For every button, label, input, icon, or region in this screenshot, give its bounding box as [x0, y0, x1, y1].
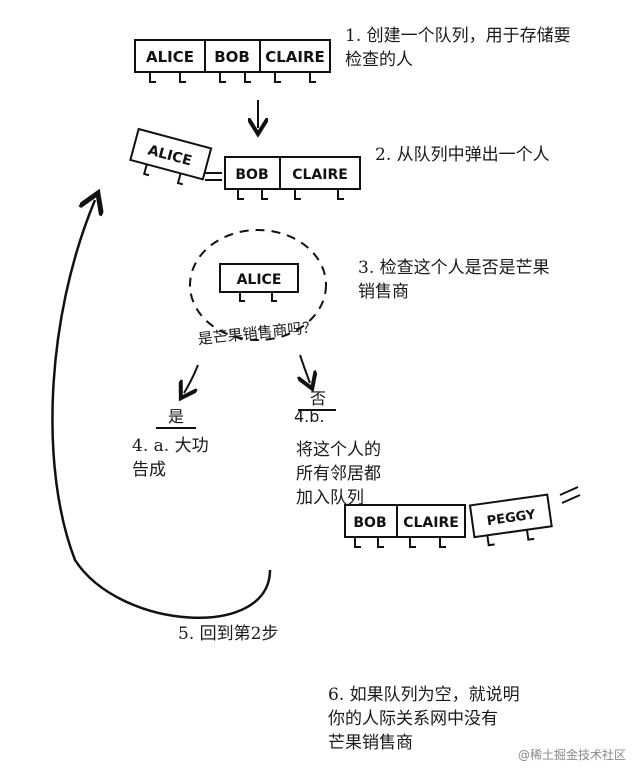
arrow-no [300, 354, 310, 383]
queue-initial-legs [149, 72, 316, 83]
checked-alice-label: ALICE [237, 272, 282, 288]
loop-arrow [51, 200, 272, 619]
no-prefix: 4.b. [294, 407, 325, 426]
watermark: @稀土掘金技术社区 [517, 748, 626, 762]
check-circle [189, 229, 327, 341]
no-label: 否 [310, 389, 326, 408]
queue-with-neighbors-claire: CLAIRE [403, 515, 459, 531]
step-5-note: 5. 回到第2步 [178, 624, 279, 644]
queue-initial-claire: CLAIRE [265, 48, 325, 66]
popped-alice: ALICE [129, 127, 213, 186]
checked-alice: ALICE [219, 263, 299, 302]
queue-initial-alice: ALICE [146, 48, 194, 66]
step-6-note: 6. 如果队列为空，就说明 你的人际关系网中没有 芒果销售商 [328, 685, 520, 753]
queue-initial-bob: BOB [214, 48, 250, 66]
step-1-note: 1. 创建一个队列，用于存储要 检查的人 [345, 26, 571, 70]
queue-with-neighbors: BOB CLAIRE [344, 504, 466, 548]
queue-initial: ALICE BOB CLAIRE [134, 39, 331, 83]
queue-new-peggy: PEGGY [468, 493, 553, 547]
arrow-yes [184, 364, 199, 393]
motion-marks [205, 172, 222, 181]
yes-label: 是 [168, 407, 184, 426]
step-4b-note: 将这个人的 所有邻居都 加入队列 [296, 440, 381, 508]
step-4a-note: 4. a. 大功 告成 [132, 436, 209, 480]
queue-after-pop-claire: CLAIRE [292, 167, 348, 183]
step-3-note: 3. 检查这个人是否是芒果 销售商 [358, 258, 550, 302]
queue-after-pop: BOB CLAIRE [224, 156, 361, 200]
step-2-note: 2. 从队列中弹出一个人 [375, 145, 550, 165]
queue-with-neighbors-bob: BOB [353, 515, 386, 531]
queue-after-pop-bob: BOB [235, 167, 268, 183]
peggy-motion-marks [559, 486, 581, 504]
question-label: 是芒果销售商吗？ [197, 318, 318, 348]
queue-new-peggy-label: PEGGY [486, 507, 537, 529]
